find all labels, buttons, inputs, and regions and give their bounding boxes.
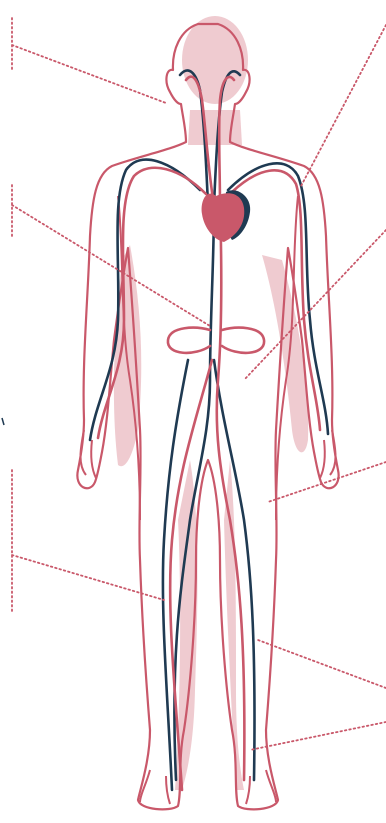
artery-kidney-loop-right xyxy=(222,328,264,353)
vein-left-arm xyxy=(90,160,200,440)
hand-right xyxy=(320,430,336,478)
artery-kidney-loop-left xyxy=(168,328,210,353)
hand-left xyxy=(81,430,97,478)
edge-mark xyxy=(2,418,4,425)
leader-knee xyxy=(258,640,386,688)
head-shade xyxy=(182,16,248,104)
leader-heart xyxy=(300,25,386,188)
leader-kidneys xyxy=(12,185,210,326)
leader-ankle xyxy=(250,722,386,750)
body-shading xyxy=(114,16,308,790)
leader-thigh xyxy=(268,462,386,502)
heart-icon xyxy=(202,190,251,242)
leader-head xyxy=(12,18,166,103)
